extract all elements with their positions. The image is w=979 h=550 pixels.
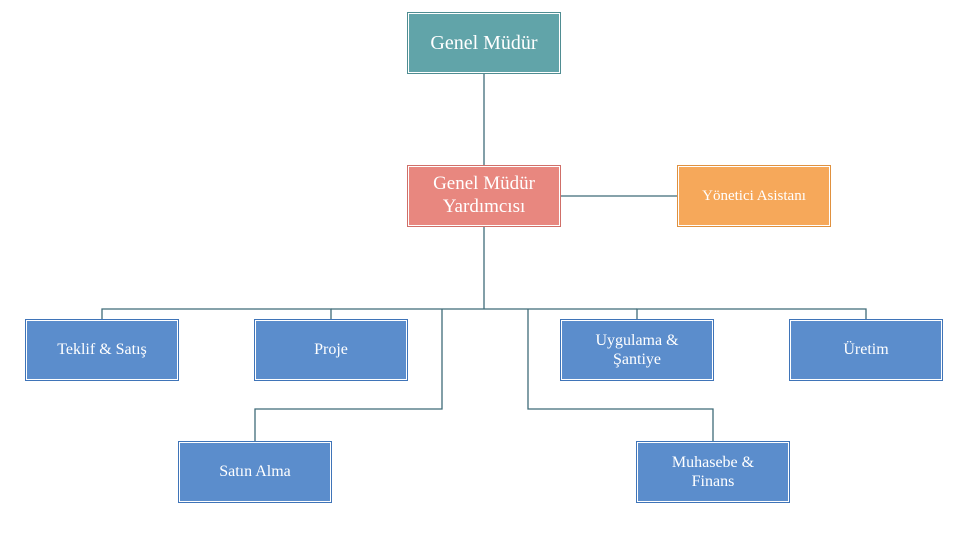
general-manager-label: Genel Müdür — [430, 32, 538, 54]
executive-assistant-box: Yönetici Asistanı — [679, 167, 829, 225]
connector-bus-left — [101, 308, 332, 320]
department-production-box: Üretim — [791, 321, 941, 379]
department-production-label: Üretim — [843, 341, 889, 359]
department-accounting-finance-box: Muhasebe & Finans — [638, 443, 788, 501]
department-accounting-finance-label: Muhasebe & Finans — [671, 453, 755, 490]
department-offer-sales-box: Teklif & Satış — [27, 321, 177, 379]
general-manager-box: Genel Müdür — [409, 14, 559, 72]
connector-to-purchasing — [254, 309, 443, 442]
deputy-general-manager-label: Genel Müdür Yardımcısı — [433, 173, 535, 217]
department-purchasing-box: Satın Alma — [180, 443, 330, 501]
executive-assistant-label: Yönetici Asistanı — [702, 188, 806, 204]
connector-bus-right — [636, 308, 867, 320]
deputy-general-manager-box: Genel Müdür Yardımcısı — [409, 167, 559, 225]
department-project-label: Proje — [314, 341, 348, 359]
department-offer-sales-label: Teklif & Satış — [57, 341, 147, 359]
department-application-site-box: Uygulama & Şantiye — [562, 321, 712, 379]
department-application-site-label: Uygulama & Şantiye — [595, 331, 679, 368]
connector-to-accounting — [527, 309, 714, 442]
department-project-box: Proje — [256, 321, 406, 379]
department-purchasing-label: Satın Alma — [219, 463, 291, 481]
